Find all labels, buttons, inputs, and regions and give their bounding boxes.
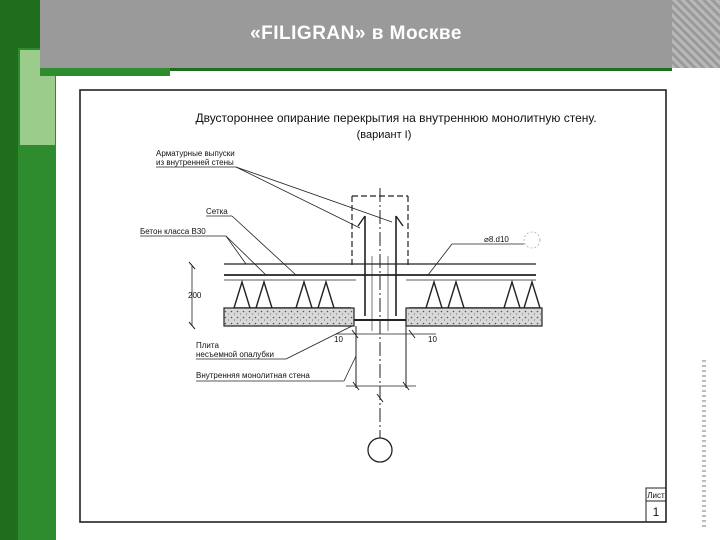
- label-formwork-1: Плита: [196, 341, 219, 350]
- stamp-sheet-number: 1: [653, 505, 660, 519]
- technical-drawing: Лист 1 Двустороннее опирание перекрытия …: [79, 89, 667, 523]
- dim-right-value: 10: [428, 335, 437, 344]
- label-mesh: Сетка: [206, 207, 228, 216]
- formwork-slab-left: [223, 307, 355, 327]
- right-dotted-edge: [702, 360, 706, 530]
- header-bar: [40, 0, 672, 71]
- dim-left-value: 10: [334, 335, 343, 344]
- header-accent-line: [40, 68, 170, 76]
- label-concrete: Бетон класса В30: [140, 227, 206, 236]
- page-title: «FILIGRAN» в Москве: [250, 23, 462, 44]
- label-rebar-spec: ⌀8.d10: [484, 235, 509, 244]
- slab-thickness: 200: [188, 291, 202, 300]
- axis-bubble: [367, 437, 393, 463]
- formwork-slab-right: [405, 307, 543, 327]
- label-rebar-outlets-1: Арматурные выпуски: [156, 149, 235, 158]
- lattice-girders-left: [233, 279, 351, 309]
- label-inner-wall: Внутренняя монолитная стена: [196, 371, 310, 380]
- drawing-sheet: Лист 1 Двустороннее опирание перекрытия …: [56, 76, 702, 532]
- label-formwork-2: несъемной опалубки: [196, 350, 274, 359]
- drawing-frame: [79, 89, 667, 523]
- drawing-subtitle: (вариант I): [357, 129, 412, 141]
- drawing-title: Двустороннее опирание перекрытия на внут…: [195, 111, 596, 125]
- stamp-sheet-label: Лист: [647, 491, 665, 500]
- header-corner-pattern: [672, 0, 720, 68]
- title-stamp: [645, 487, 667, 523]
- lattice-girders-right: [409, 279, 541, 309]
- label-rebar-outlets-2: из внутренней стены: [156, 158, 234, 167]
